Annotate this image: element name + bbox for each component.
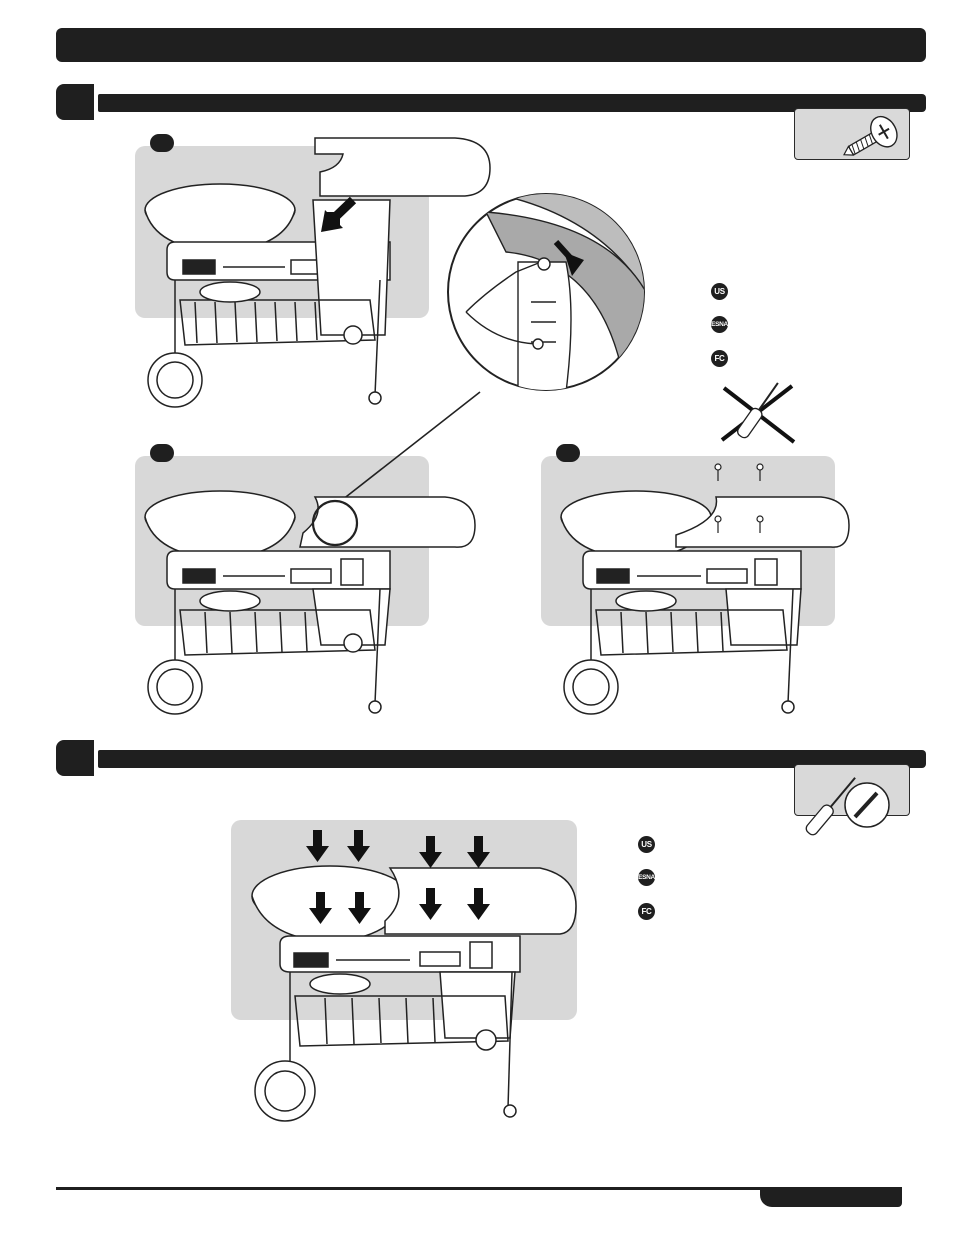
substep-b-tag: [150, 444, 174, 462]
step-title-bar: [98, 750, 926, 768]
page-title-bar: [56, 28, 926, 62]
down-arrow-icon: [321, 210, 343, 232]
down-arrow-icon: [306, 830, 490, 924]
detail-callout-circle: [447, 193, 645, 391]
footer-rule: [56, 1187, 902, 1190]
step-number-block: [56, 84, 94, 120]
grill-illustration-b: [144, 490, 476, 715]
step-number-block: [56, 740, 94, 776]
region-badge-esna: ESNA: [711, 316, 728, 333]
region-badge-fc: FC: [638, 903, 655, 920]
region-badge-esna: ESNA: [638, 869, 655, 886]
region-badge-us: US: [638, 836, 655, 853]
region-badge-us: US: [711, 283, 728, 300]
screwdriver-icon: [805, 777, 890, 836]
footer-page-tab: [760, 1188, 902, 1207]
callout-leader-line: [341, 391, 481, 501]
crossed-screwdriver-icon: [720, 382, 796, 444]
step-header-1: [56, 84, 926, 120]
screw-icon: [843, 115, 898, 156]
grill-illustration-d: [251, 830, 577, 1122]
substep-c-tag: [556, 444, 580, 462]
hardware-box-screw: [794, 108, 910, 160]
tool-box-screwdriver: [794, 764, 910, 836]
step-title-bar: [98, 94, 926, 112]
substep-a-tag: [150, 134, 174, 152]
screw-icon: [714, 463, 764, 533]
grill-illustration-c: [560, 463, 850, 715]
step-header-2: [56, 740, 926, 776]
grill-illustration-a: [144, 137, 491, 408]
region-badge-fc: FC: [711, 350, 728, 367]
